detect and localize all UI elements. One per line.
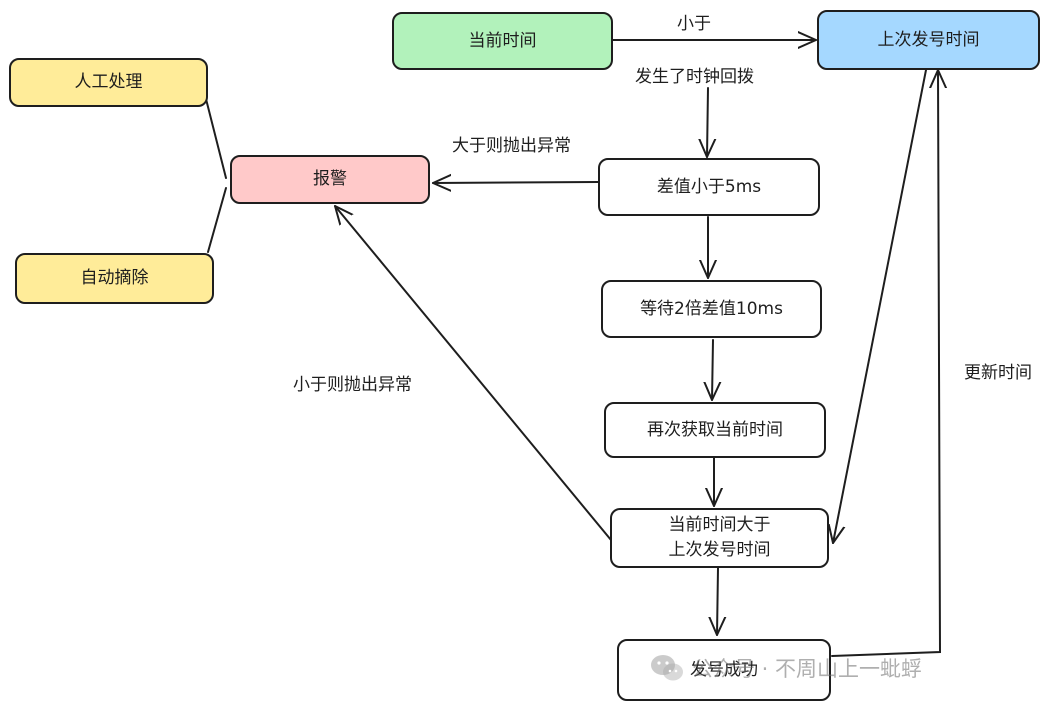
arrow-wait-to-refetch	[712, 339, 713, 401]
arrow-compare-to-alarm	[334, 205, 612, 541]
node-diff-check: 差值小于5ms	[598, 158, 820, 216]
watermark: 公众号 · 不周山上一蚍蜉	[650, 650, 922, 686]
node-wait: 等待2倍差值10ms	[601, 280, 822, 338]
node-compare-line1: 当前时间大于	[668, 515, 771, 536]
node-compare-time: 当前时间大于 上次发号时间	[610, 508, 829, 568]
arrow-success-to-last	[831, 69, 940, 657]
node-current-time: 当前时间	[392, 12, 613, 70]
arrow-diff-to-alarm	[432, 182, 599, 183]
label-clock-rollback: 发生了时钟回拨	[635, 67, 754, 87]
wechat-icon	[651, 655, 683, 681]
watermark-text: 公众号 · 不周山上一蚍蜉	[692, 657, 923, 681]
arrow-to-diff-check	[707, 87, 708, 158]
node-last-issue-time: 上次发号时间	[817, 10, 1040, 70]
line-auto-to-alarm	[207, 187, 227, 253]
node-manual-processing: 人工处理	[9, 58, 208, 107]
label-less-than: 小于	[677, 14, 711, 34]
line-manual-to-alarm	[204, 94, 227, 179]
label-greater-throw: 大于则抛出异常	[452, 136, 571, 156]
arrow-compare-to-success	[717, 567, 718, 636]
node-alarm: 报警	[230, 155, 430, 204]
node-auto-remove: 自动摘除	[15, 253, 214, 304]
node-compare-line2: 上次发号时间	[668, 540, 771, 560]
label-update-time: 更新时间	[964, 363, 1032, 383]
node-success: 发号成功	[617, 639, 831, 701]
node-refetch-time: 再次获取当前时间	[604, 402, 826, 458]
arrow-last-to-compare	[833, 69, 927, 544]
label-less-throw: 小于则抛出异常	[293, 375, 412, 395]
